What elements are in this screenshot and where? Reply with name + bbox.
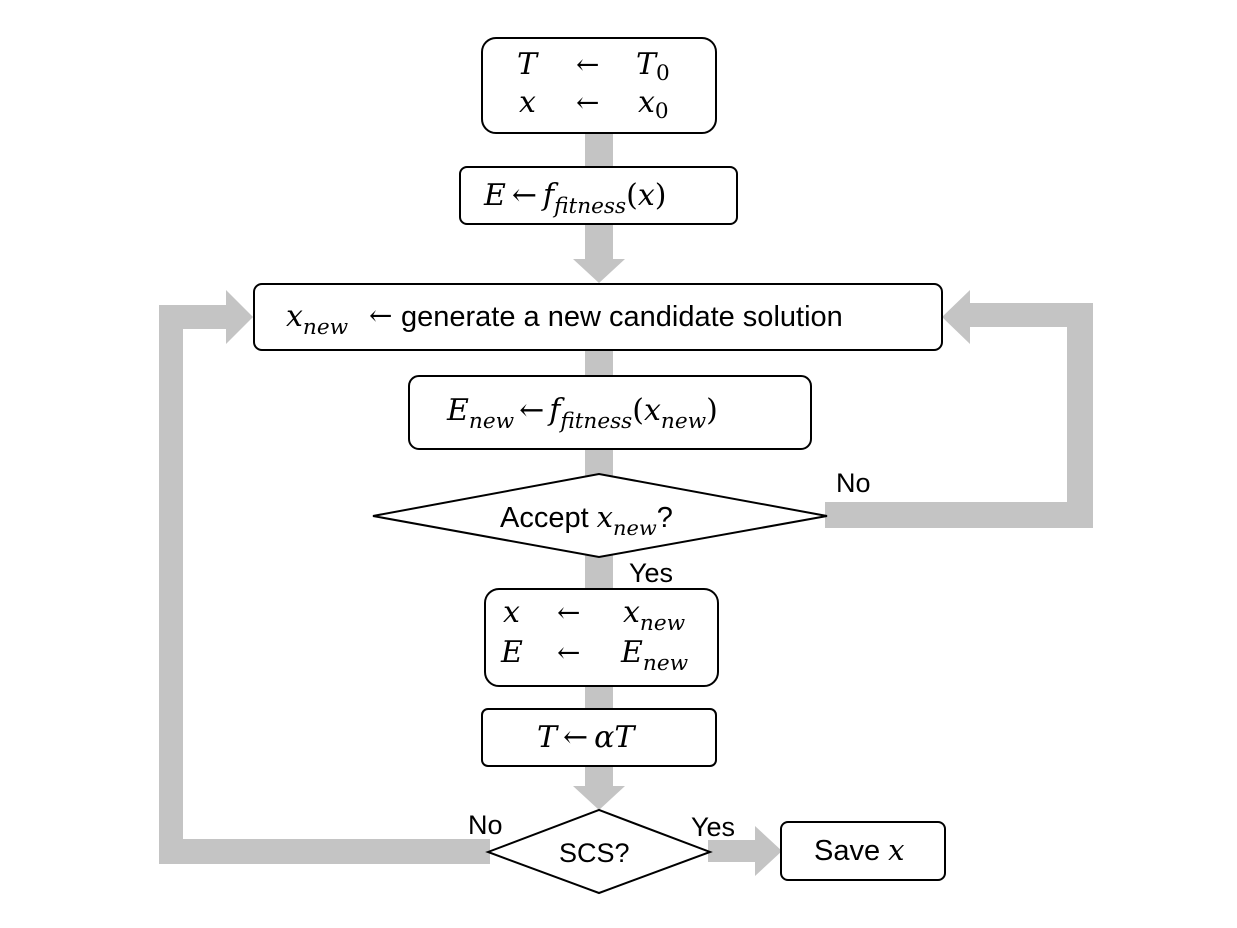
scs-yes-label: Yes [691,812,735,842]
generate-variable: xnew [286,299,349,340]
generate-box: xnew ← generate a new candidate solution [253,283,943,351]
update-x-rhs: xnew [623,595,686,636]
cool-expression: T←αT [537,720,636,755]
scs-question: SCS? [559,838,630,868]
generate-arrow: ← [369,299,392,332]
cool-box: T←αT [481,708,717,767]
connector-init-to-fitness [585,132,613,168]
init-t-arrow: ← [576,48,599,81]
init-t-lhs: T [517,47,539,82]
update-x-lhs: x [503,595,520,630]
arrow-scs-yes-to-save [708,826,782,876]
fitness-box-outline [459,166,738,225]
accept-diamond-outline [372,472,828,559]
generate-text: generate a new candidate solution [401,301,843,333]
new-fitness-box: Enew←ffitness(xnew) [408,375,812,450]
update-e-lhs: E [500,635,523,670]
update-e-rhs: Enew [620,635,689,676]
generate-box-outline [253,283,943,351]
connector-update-to-cool [585,685,613,710]
init-box-outline [481,37,717,134]
init-box: T ← T0 x ← x0 [481,37,717,134]
accept-no-label: No [836,468,871,498]
init-x-rhs: x0 [638,85,669,124]
scs-no-label: No [468,810,503,840]
connector-generate-to-new-fitness [585,349,613,377]
new-fitness-expression: Enew←ffitness(xnew) [446,393,718,434]
scs-diamond-outline [485,808,713,895]
update-box: x ← xnew E ← Enew [484,588,719,687]
connector-accept-to-update [585,553,613,590]
init-x-lhs: x [519,85,536,120]
fitness-box: E←ffitness(x) [459,166,738,225]
accept-yes-label: Yes [629,558,673,588]
new-fitness-box-outline [408,375,812,450]
flow-connectors [159,132,1093,876]
update-x-arrow: ← [557,596,580,629]
update-box-outline [484,588,719,687]
cool-box-outline [481,708,717,767]
save-box-outline [780,821,946,881]
arrow-cool-to-scs [573,766,625,810]
arrow-fitness-to-generate [573,223,625,283]
init-x-arrow: ← [576,86,599,119]
connector-new-fitness-to-accept [585,448,613,476]
init-t-rhs: T0 [636,47,670,86]
update-e-arrow: ← [557,636,580,669]
arrow-accept-no-loop [825,290,1093,528]
scs-decision: SCS? No Yes [468,808,735,895]
